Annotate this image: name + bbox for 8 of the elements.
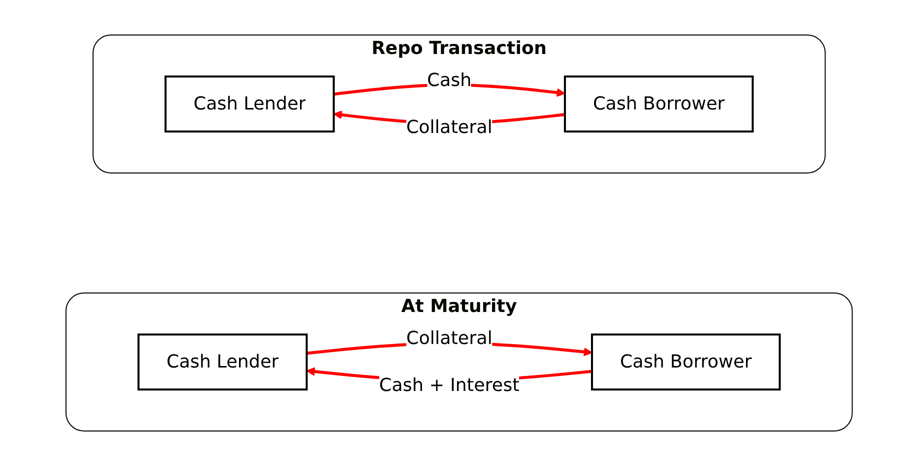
node-box: Cash Borrower xyxy=(590,333,781,390)
node-box: Cash Lender xyxy=(137,333,308,390)
edge-label: Collateral xyxy=(406,328,492,348)
node-box: Cash Lender xyxy=(164,75,335,132)
edge-label: Cash xyxy=(427,70,472,90)
edge-label: Cash + Interest xyxy=(379,374,520,396)
edge-label: Collateral xyxy=(406,116,492,138)
node-box: Cash Borrower xyxy=(564,75,754,132)
